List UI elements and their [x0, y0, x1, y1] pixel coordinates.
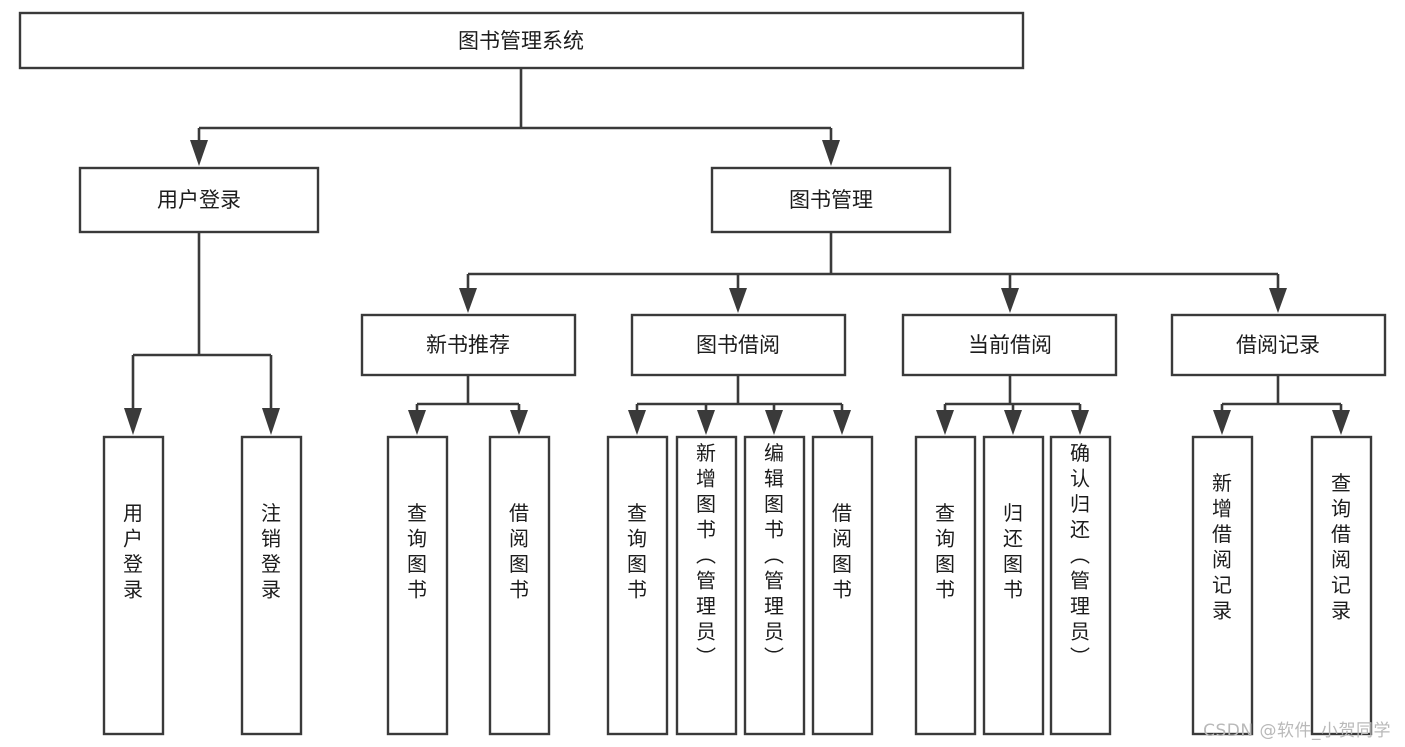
node-leaf-query-record-box[interactable]	[1310, 435, 1373, 736]
node-user-login[interactable]: 用户登录	[78, 166, 320, 234]
arrowhead-leaf-user-login	[124, 408, 142, 435]
node-user-login-label: 用户登录	[157, 188, 241, 212]
node-leaf-confirm-return-label: 确认归还︵管理员︶	[1070, 441, 1090, 669]
arrowhead-borrow-record	[1269, 288, 1287, 313]
node-leaf-edit-book-label: 编辑图书︵管理员︶	[764, 441, 784, 669]
node-leaf-add-book-label: 新增图书︵管理员︶	[696, 441, 716, 669]
arrowhead-leaf-query-record	[1332, 410, 1350, 435]
node-leaf-borrow-book-1-box[interactable]	[488, 435, 551, 736]
node-current-borrow[interactable]: 当前借阅	[901, 313, 1118, 377]
node-leaf-borrow-book-1[interactable]: 借阅图书	[488, 435, 551, 736]
node-book-manage-label: 图书管理	[789, 188, 873, 212]
connector-group-book-manage-to-level3	[459, 232, 1287, 313]
arrowhead-current-borrow	[1001, 288, 1019, 313]
node-leaf-borrow-book-2-label: 借阅图书	[832, 501, 852, 602]
connector-group-user-login-to-leaves	[124, 232, 280, 435]
connector-group-new-book-rec-to-leaves	[408, 375, 528, 435]
node-book-borrow[interactable]: 图书借阅	[630, 313, 847, 377]
connector-group-current-borrow-to-leaves	[936, 375, 1089, 435]
node-current-borrow-label: 当前借阅	[968, 333, 1052, 357]
connector-group-borrow-record-to-leaves	[1213, 375, 1350, 435]
node-leaf-add-book[interactable]: 新增图书︵管理员︶	[675, 435, 738, 736]
arrowhead-book-borrow	[729, 288, 747, 313]
arrowhead-leaf-query-book-3	[936, 410, 954, 435]
node-leaf-user-login[interactable]: 用户登录	[102, 435, 165, 736]
node-new-book-rec[interactable]: 新书推荐	[360, 313, 577, 377]
node-leaf-logout-box[interactable]	[240, 435, 303, 736]
node-leaf-query-book-3-label: 查询图书	[935, 501, 955, 602]
connector-group-root-to-level2	[190, 68, 840, 166]
connector-group-book-borrow-to-leaves	[628, 375, 851, 435]
node-leaf-logout[interactable]: 注销登录	[240, 435, 303, 736]
node-leaf-confirm-return[interactable]: 确认归还︵管理员︶	[1049, 435, 1112, 736]
node-borrow-record-label: 借阅记录	[1236, 333, 1320, 357]
node-leaf-query-book-2-label: 查询图书	[627, 501, 647, 602]
node-leaf-edit-book[interactable]: 编辑图书︵管理员︶	[743, 435, 806, 736]
node-book-manage[interactable]: 图书管理	[710, 166, 952, 234]
node-leaf-borrow-book-2[interactable]: 借阅图书	[811, 435, 874, 736]
node-leaf-borrow-book-2-box[interactable]	[811, 435, 874, 736]
node-leaf-user-login-box[interactable]	[102, 435, 165, 736]
arrowhead-leaf-edit-book	[765, 410, 783, 435]
node-borrow-record-box[interactable]	[1170, 313, 1387, 377]
node-root[interactable]: 图书管理系统	[18, 11, 1025, 70]
node-new-book-rec-box[interactable]	[360, 313, 577, 377]
node-leaf-query-book-2-box[interactable]	[606, 435, 669, 736]
node-leaf-query-book-2[interactable]: 查询图书	[606, 435, 669, 736]
node-book-borrow-label: 图书借阅	[696, 333, 780, 357]
node-leaf-borrow-book-1-label: 借阅图书	[509, 501, 529, 602]
node-leaf-query-book-1-box[interactable]	[386, 435, 449, 736]
arrowhead-leaf-add-record	[1213, 410, 1231, 435]
node-leaf-query-book-3-box[interactable]	[914, 435, 977, 736]
arrowhead-leaf-logout	[262, 408, 280, 435]
node-book-borrow-box[interactable]	[630, 313, 847, 377]
node-root-box[interactable]	[18, 11, 1025, 70]
node-leaf-add-record-label: 新增借阅记录	[1212, 471, 1232, 623]
node-leaf-query-book-1-label: 查询图书	[407, 501, 427, 602]
node-leaf-add-record[interactable]: 新增借阅记录	[1191, 435, 1254, 736]
node-leaf-add-book-box[interactable]	[675, 435, 738, 736]
node-leaf-query-record[interactable]: 查询借阅记录	[1310, 435, 1373, 736]
node-new-book-rec-label: 新书推荐	[426, 333, 510, 357]
node-current-borrow-box[interactable]	[901, 313, 1118, 377]
node-leaf-return-book-box[interactable]	[982, 435, 1045, 736]
arrowhead-leaf-add-book	[697, 410, 715, 435]
arrowhead-book-manage	[822, 140, 840, 166]
node-leaf-add-record-box[interactable]	[1191, 435, 1254, 736]
node-leaf-return-book-label: 归还图书	[1003, 501, 1023, 602]
arrowhead-leaf-borrow-book-2	[833, 410, 851, 435]
node-leaf-edit-book-box[interactable]	[743, 435, 806, 736]
csdn-watermark: CSDN @软件_小贺同学	[1203, 721, 1391, 741]
arrowhead-leaf-query-book-1	[408, 410, 426, 435]
node-leaf-logout-label: 注销登录	[261, 501, 281, 602]
arrowhead-user-login	[190, 140, 208, 166]
node-leaf-query-book-3[interactable]: 查询图书	[914, 435, 977, 736]
arrowhead-new-book-rec	[459, 288, 477, 313]
node-book-manage-box[interactable]	[710, 166, 952, 234]
arrowhead-leaf-confirm-return	[1071, 410, 1089, 435]
node-borrow-record[interactable]: 借阅记录	[1170, 313, 1387, 377]
arrowhead-leaf-borrow-book-1	[510, 410, 528, 435]
node-leaf-query-record-label: 查询借阅记录	[1331, 471, 1351, 623]
arrowhead-leaf-return-book	[1004, 410, 1022, 435]
node-leaf-user-login-label: 用户登录	[123, 501, 143, 602]
node-user-login-box[interactable]	[78, 166, 320, 234]
node-root-label: 图书管理系统	[458, 29, 584, 53]
node-leaf-return-book[interactable]: 归还图书	[982, 435, 1045, 736]
node-leaf-query-book-1[interactable]: 查询图书	[386, 435, 449, 736]
arrowhead-leaf-query-book-2	[628, 410, 646, 435]
node-leaf-confirm-return-box[interactable]	[1049, 435, 1112, 736]
